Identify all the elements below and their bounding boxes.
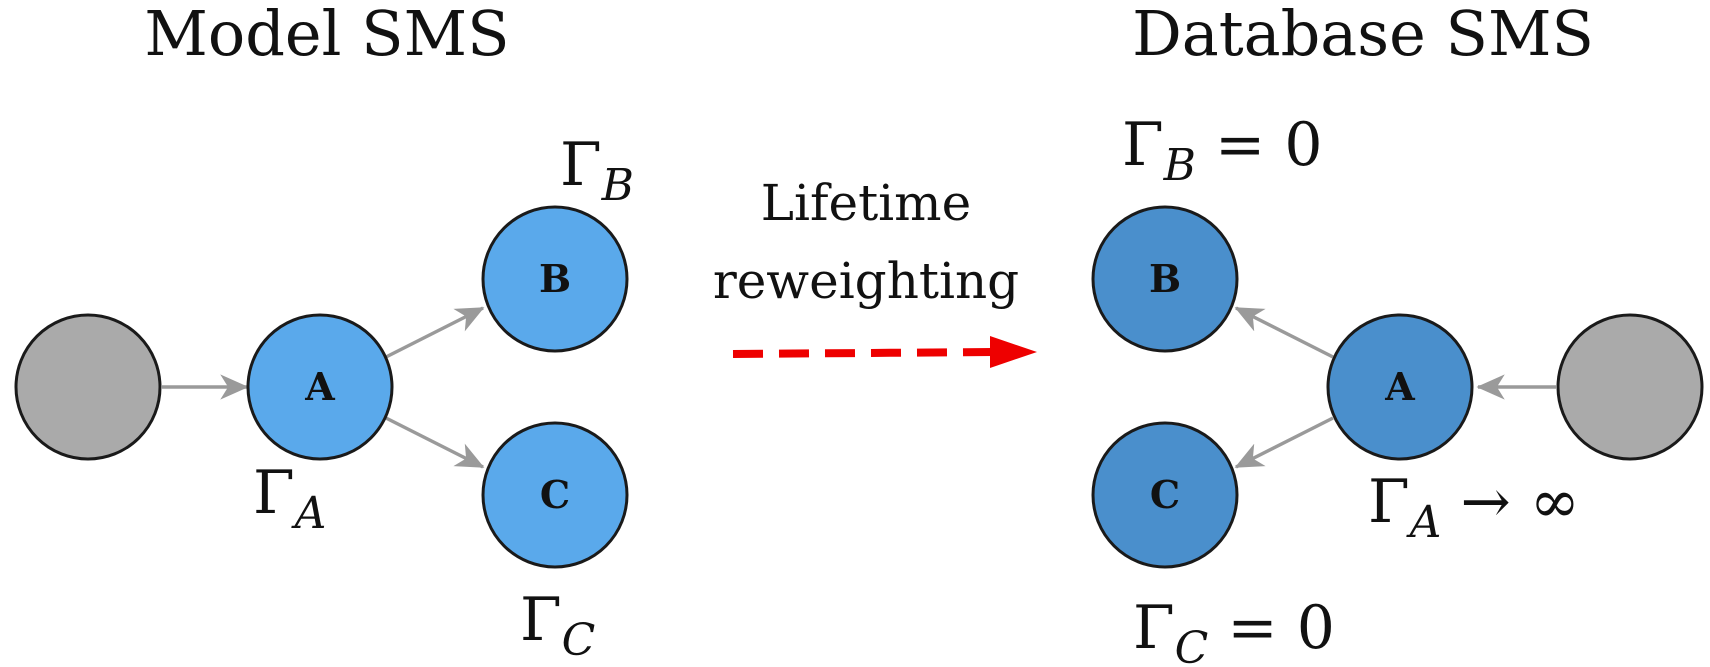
model-width-c: ΓC xyxy=(520,585,595,666)
transition-label-line2: reweighting xyxy=(713,252,1019,310)
model-width-a: ΓA xyxy=(253,458,326,539)
database-node-c-label: C xyxy=(1150,472,1180,517)
model-node-a xyxy=(246,313,394,461)
database-width-c-rel: = 0 xyxy=(1208,593,1335,663)
model-sms-panel: A B C ΓA ΓB ΓC xyxy=(14,130,634,666)
database-sms-title: Database SMS xyxy=(1132,0,1594,70)
database-width-b-symbol: Γ xyxy=(1122,110,1164,180)
database-node-b-label: B xyxy=(1149,256,1181,301)
database-width-b-rel: = 0 xyxy=(1196,110,1323,180)
model-node-c xyxy=(481,421,629,569)
model-width-a-sub: A xyxy=(291,488,327,539)
edge-a-to-c-db xyxy=(1234,416,1334,469)
database-width-b: ΓB = 0 xyxy=(1122,110,1323,191)
model-node-b-label: B xyxy=(539,256,571,301)
model-width-c-symbol: Γ xyxy=(520,585,562,655)
transition: Lifetime reweighting xyxy=(713,174,1037,368)
model-node-a-label: A xyxy=(304,364,335,409)
model-width-b: ΓB xyxy=(560,130,634,211)
model-source-node xyxy=(14,313,162,461)
database-width-b-sub: B xyxy=(1163,140,1196,191)
database-width-a-rel: → ∞ xyxy=(1441,467,1579,537)
model-node-b xyxy=(481,205,629,353)
database-source-node xyxy=(1556,313,1704,461)
model-width-c-sub: C xyxy=(562,615,596,666)
database-width-a: ΓA → ∞ xyxy=(1368,467,1580,548)
edge-a-to-c xyxy=(385,416,485,469)
edge-a-to-b-db xyxy=(1234,306,1334,359)
model-node-c-label: C xyxy=(540,472,570,517)
transition-arrow-shaft xyxy=(732,348,996,358)
database-width-c: ΓC = 0 xyxy=(1133,593,1335,667)
model-width-b-sub: B xyxy=(601,160,634,211)
model-width-a-symbol: Γ xyxy=(253,458,295,528)
database-node-a xyxy=(1326,313,1474,461)
database-width-c-sub: C xyxy=(1175,623,1209,667)
edge-a-to-b xyxy=(385,306,485,359)
database-node-b xyxy=(1091,205,1239,353)
database-width-c-symbol: Γ xyxy=(1133,593,1175,663)
model-width-b-symbol: Γ xyxy=(560,130,602,200)
database-width-a-symbol: Γ xyxy=(1368,467,1410,537)
database-node-a-label: A xyxy=(1384,364,1415,409)
transition-arrow-head xyxy=(990,336,1037,368)
database-width-a-sub: A xyxy=(1406,497,1442,548)
database-sms-panel: A B C ΓA → ∞ ΓB = 0 ΓC = 0 xyxy=(1091,110,1704,667)
transition-label-line1: Lifetime xyxy=(761,174,971,232)
model-sms-title: Model SMS xyxy=(144,0,509,70)
database-node-c xyxy=(1091,421,1239,569)
